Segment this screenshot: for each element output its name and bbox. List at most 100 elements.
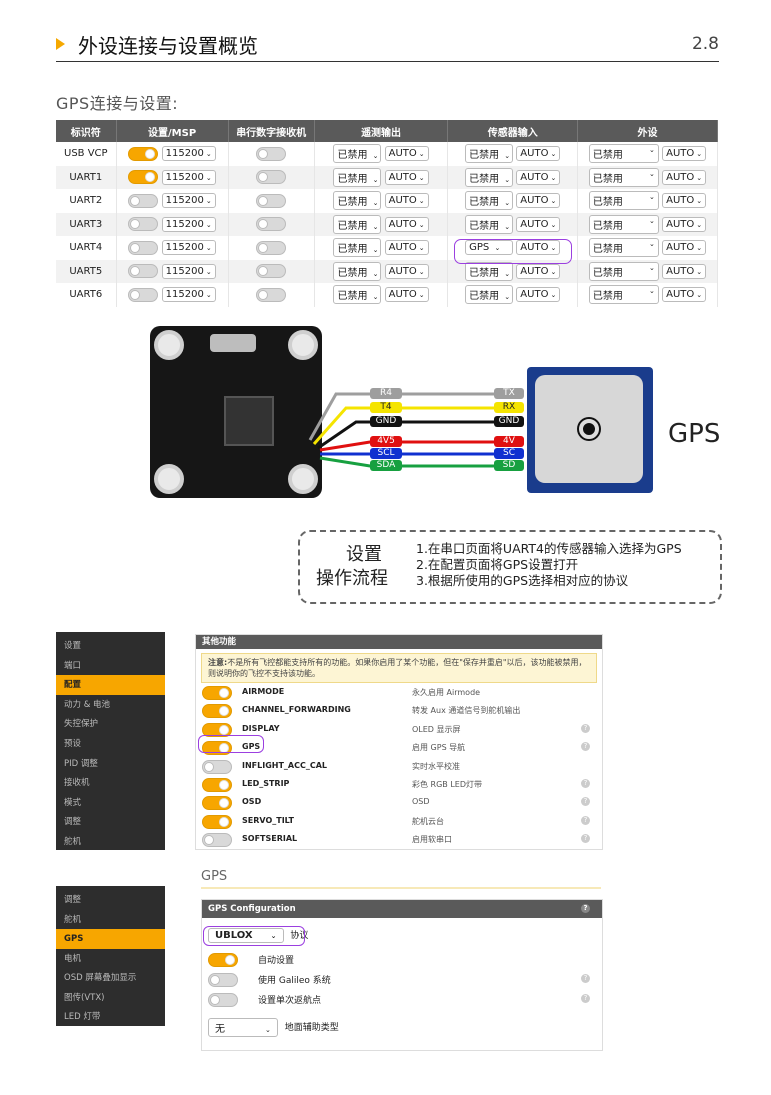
sensor-baud-select[interactable]: AUTO⌄ [516, 240, 561, 256]
serial-rx-toggle[interactable] [256, 170, 287, 185]
sensor-baud-select[interactable]: AUTO⌄ [516, 146, 561, 162]
peripheral-select[interactable]: 已禁用 ⌄ [588, 214, 659, 234]
telemetry-select[interactable]: 已禁用 ⌄ [333, 144, 382, 164]
sensor-baud-select[interactable]: AUTO⌄ [516, 287, 561, 303]
telemetry-baud-select[interactable]: AUTO⌄ [384, 216, 429, 232]
help-icon[interactable]: ? [581, 723, 590, 733]
feature-toggle[interactable] [202, 814, 232, 829]
sidebar-item[interactable]: PID 调整 [64, 758, 98, 769]
sensor-baud-select[interactable]: AUTO⌄ [516, 216, 561, 232]
help-icon[interactable]: ? [581, 994, 590, 1003]
msp-toggle[interactable] [128, 240, 159, 255]
peripheral-select[interactable]: 已禁用 ⌄ [588, 285, 659, 305]
sidebar-item[interactable]: 失控保护 [64, 719, 99, 730]
baud-select[interactable]: 115200⌄ [161, 146, 216, 162]
feature-toggle[interactable] [202, 704, 232, 719]
baud-select[interactable]: 115200⌄ [161, 216, 216, 232]
telemetry-select[interactable]: 已禁用 ⌄ [333, 238, 382, 258]
sidebar-item[interactable]: 动力 & 电池 [64, 699, 111, 710]
sensor-select[interactable]: 已禁用 ⌄ [465, 214, 514, 234]
telemetry-select[interactable]: 已禁用 ⌄ [333, 285, 382, 305]
sidebar-item[interactable]: 模式 [64, 797, 82, 808]
feature-toggle[interactable] [202, 759, 232, 774]
peripheral-select[interactable]: 已禁用 ⌄ [588, 238, 659, 258]
sensor-select[interactable]: GPS ⌄ [465, 240, 514, 256]
sidebar-item[interactable]: 图传(VTX) [64, 992, 105, 1003]
help-icon[interactable]: ? [581, 815, 590, 825]
sidebar-item[interactable]: 配置 [56, 675, 165, 696]
sensor-select[interactable]: 已禁用 ⌄ [465, 167, 514, 187]
sidebar-item[interactable]: 预设 [64, 739, 82, 749]
serial-rx-toggle[interactable] [256, 264, 287, 279]
help-icon[interactable]: ? [581, 974, 590, 983]
sidebar-item[interactable]: OSD 屏幕叠加显示 [64, 973, 137, 983]
telemetry-select[interactable]: 已禁用 ⌄ [333, 261, 382, 281]
help-icon[interactable]: ? [581, 834, 590, 844]
telemetry-baud-select[interactable]: AUTO⌄ [384, 240, 429, 256]
baud-select[interactable]: 115200⌄ [161, 240, 216, 256]
sidebar-item[interactable]: 调整 [64, 895, 82, 905]
feature-toggle[interactable] [202, 778, 232, 792]
feature-toggle[interactable] [202, 796, 232, 811]
help-icon[interactable]: ? [581, 742, 590, 752]
sidebar-item[interactable]: GPS [56, 929, 165, 949]
peripheral-select[interactable]: 已禁用 ⌄ [588, 191, 659, 211]
feature-toggle[interactable] [202, 833, 232, 848]
serial-rx-toggle[interactable] [256, 217, 287, 232]
telemetry-baud-select[interactable]: AUTO⌄ [384, 169, 429, 185]
peripheral-baud-select[interactable]: AUTO⌄ [662, 146, 707, 162]
help-icon[interactable]: ? [581, 904, 590, 913]
telemetry-select[interactable]: 已禁用 ⌄ [333, 167, 382, 187]
serial-rx-toggle[interactable] [256, 193, 287, 208]
msp-toggle[interactable] [128, 287, 159, 302]
peripheral-baud-select[interactable]: AUTO⌄ [662, 240, 707, 256]
msp-toggle[interactable] [128, 170, 159, 185]
msp-toggle[interactable] [128, 146, 159, 161]
peripheral-baud-select[interactable]: AUTO⌄ [662, 287, 707, 303]
sidebar-item[interactable]: 设置 [64, 641, 82, 651]
serial-rx-toggle[interactable] [256, 240, 287, 255]
sensor-baud-select[interactable]: AUTO⌄ [516, 193, 561, 209]
sensor-baud-select[interactable]: AUTO⌄ [516, 169, 561, 185]
sidebar-item[interactable]: LED 灯带 [64, 1012, 101, 1022]
sidebar-item[interactable]: 舵机 [64, 837, 82, 847]
msp-toggle[interactable] [128, 193, 159, 208]
peripheral-baud-select[interactable]: AUTO⌄ [662, 263, 707, 279]
sidebar-item[interactable]: 舵机 [64, 914, 82, 925]
baud-select[interactable]: 115200⌄ [161, 287, 216, 303]
feature-toggle[interactable] [202, 722, 232, 737]
sensor-select[interactable]: 已禁用 ⌄ [465, 191, 514, 211]
feature-toggle[interactable] [202, 686, 232, 700]
peripheral-baud-select[interactable]: AUTO⌄ [662, 193, 707, 209]
baud-select[interactable]: 115200⌄ [161, 193, 216, 209]
sidebar-item[interactable]: 调整 [64, 817, 82, 828]
sensor-select[interactable]: 已禁用 ⌄ [465, 285, 514, 305]
sidebar-item[interactable]: 端口 [64, 660, 82, 671]
protocol-select[interactable]: UBLOX⌄ [208, 928, 284, 943]
telemetry-select[interactable]: 已禁用 ⌄ [333, 214, 382, 234]
peripheral-baud-select[interactable]: AUTO⌄ [662, 169, 707, 185]
gps-option-toggle[interactable] [208, 973, 238, 987]
serial-rx-toggle[interactable] [256, 287, 287, 302]
sidebar-item[interactable]: 电机 [64, 953, 82, 964]
ground-assist-select[interactable]: 无⌄ [208, 1018, 278, 1037]
peripheral-baud-select[interactable]: AUTO⌄ [662, 216, 707, 232]
help-icon[interactable]: ? [581, 779, 590, 788]
help-icon[interactable]: ? [581, 797, 590, 807]
baud-select[interactable]: 115200⌄ [161, 263, 216, 279]
telemetry-baud-select[interactable]: AUTO⌄ [384, 146, 429, 162]
gps-option-toggle[interactable] [208, 993, 238, 1007]
telemetry-baud-select[interactable]: AUTO⌄ [384, 263, 429, 279]
peripheral-select[interactable]: 已禁用 ⌄ [588, 261, 659, 281]
gps-option-toggle[interactable] [208, 953, 238, 967]
sidebar-item[interactable]: 接收机 [64, 778, 90, 789]
telemetry-baud-select[interactable]: AUTO⌄ [384, 193, 429, 209]
msp-toggle[interactable] [128, 217, 159, 232]
sensor-select[interactable]: 已禁用 ⌄ [465, 261, 514, 281]
telemetry-select[interactable]: 已禁用 ⌄ [333, 191, 382, 211]
msp-toggle[interactable] [128, 264, 159, 279]
sensor-select[interactable]: 已禁用 ⌄ [465, 144, 514, 164]
serial-rx-toggle[interactable] [256, 146, 287, 161]
sensor-baud-select[interactable]: AUTO⌄ [516, 263, 561, 279]
baud-select[interactable]: 115200⌄ [161, 169, 216, 185]
